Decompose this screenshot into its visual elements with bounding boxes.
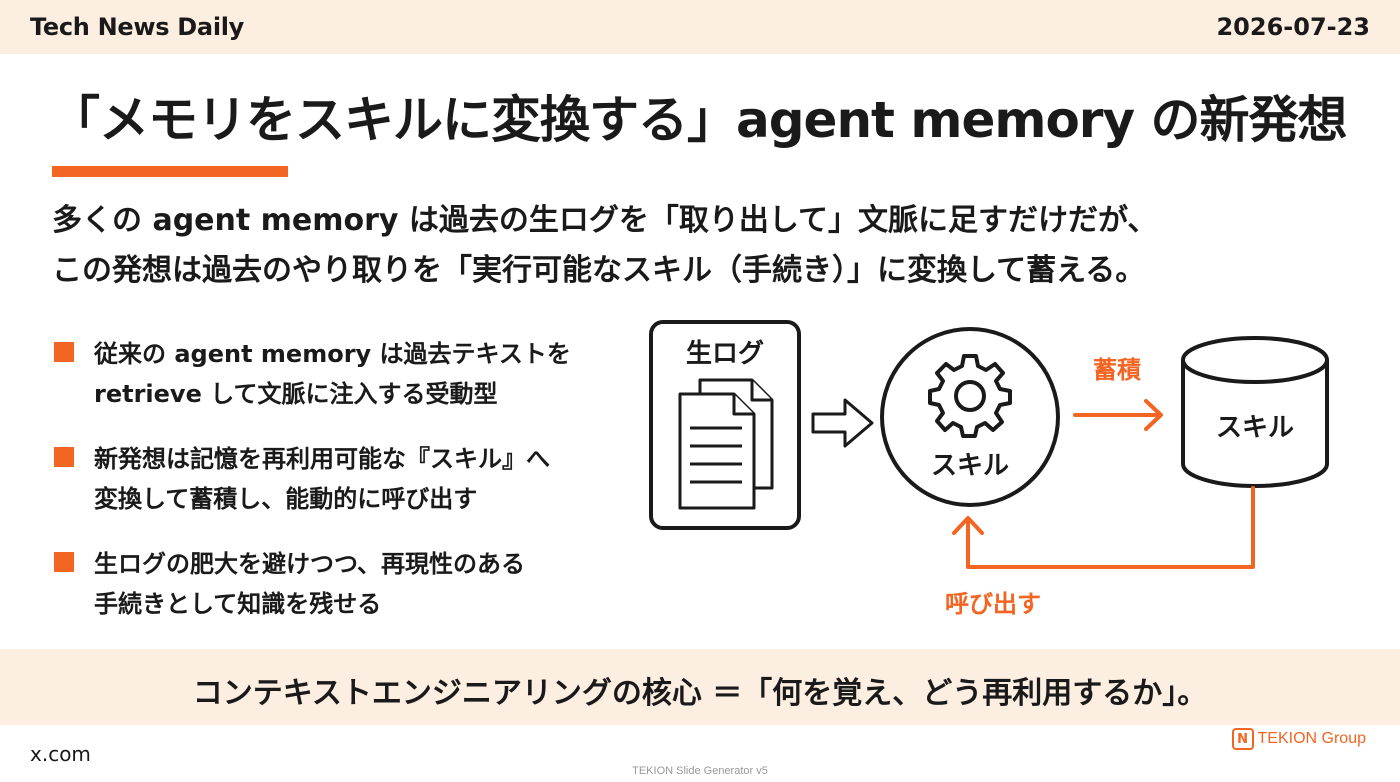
skill-conversion-label: スキル (931, 451, 1009, 481)
bullet-line: 生ログの肥大を避けつつ、再現性のある (94, 550, 526, 578)
recall-arrow-label: 呼び出す (945, 590, 1041, 618)
bullet-square-icon (54, 342, 74, 362)
lead-line-1: 多くの agent memory は過去の生ログを「取り出して」文脈に足すだけだ… (52, 203, 1158, 238)
bullet-line: 変換して蓄積し、能動的に呼び出す (94, 485, 478, 513)
bullet-line: retrieve して文脈に注入する受動型 (94, 380, 498, 408)
bullet-square-icon (54, 447, 74, 467)
bullet-line: 手続きとして知識を残せる (94, 590, 382, 618)
skill-store-label: スキル (1216, 413, 1294, 443)
store-arrow-label: 蓄積 (1093, 356, 1141, 384)
loop-arrow-icon (952, 486, 1255, 569)
header-band (0, 0, 1400, 54)
brand-name: Tech News Daily (30, 13, 245, 41)
bullet-text: 生ログの肥大を避けつつ、再現性のある 手続きとして知識を残せる (94, 544, 614, 624)
bullet-square-icon (54, 552, 74, 572)
bullet-item: 従来の agent memory は過去テキストを retrieve して文脈に… (54, 334, 614, 414)
gear-icon (928, 354, 1012, 438)
bullet-item: 生ログの肥大を避けつつ、再現性のある 手続きとして知識を残せる (54, 544, 614, 624)
raw-log-label: 生ログ (686, 339, 764, 369)
bullet-line: 新発想は記憶を再利用可能な『スキル』へ (94, 445, 550, 473)
publish-date: 2026-07-23 (1216, 13, 1370, 41)
generator-credit: TEKION Slide Generator v5 (632, 765, 768, 777)
summary-band (0, 649, 1400, 725)
logo-text: TEKION Group (1257, 730, 1366, 747)
logo-mark-icon: N (1231, 728, 1254, 750)
title-accent-bar (52, 166, 288, 177)
database-cylinder-icon (1181, 336, 1329, 488)
lead-paragraph: 多くの agent memory は過去の生ログを「取り出して」文脈に足すだけだ… (52, 196, 1352, 296)
summary-text: コンテキストエンジニアリングの核心 ＝「何を覚え、どう再利用するか」。 (192, 676, 1208, 711)
arrow-right-icon (811, 398, 874, 448)
bullet-list: 従来の agent memory は過去テキストを retrieve して文脈に… (54, 334, 614, 649)
bullet-item: 新発想は記憶を再利用可能な『スキル』へ 変換して蓄積し、能動的に呼び出す (54, 439, 614, 519)
slide-title: 「メモリをスキルに変換する」agent memory の新発想 (50, 91, 1347, 149)
bullet-line: 従来の agent memory は過去テキストを (94, 340, 571, 368)
source-label: x.com (30, 742, 91, 766)
store-arrow-icon (1073, 399, 1163, 431)
document-stack-icon (678, 378, 774, 510)
company-logo: N TEKION Group (1231, 728, 1366, 750)
lead-line-2: この発想は過去のやり取りを「実行可能なスキル（手続き）」に変換して蓄える。 (52, 253, 1146, 288)
bullet-text: 新発想は記憶を再利用可能な『スキル』へ 変換して蓄積し、能動的に呼び出す (94, 439, 614, 519)
bullet-text: 従来の agent memory は過去テキストを retrieve して文脈に… (94, 334, 614, 414)
